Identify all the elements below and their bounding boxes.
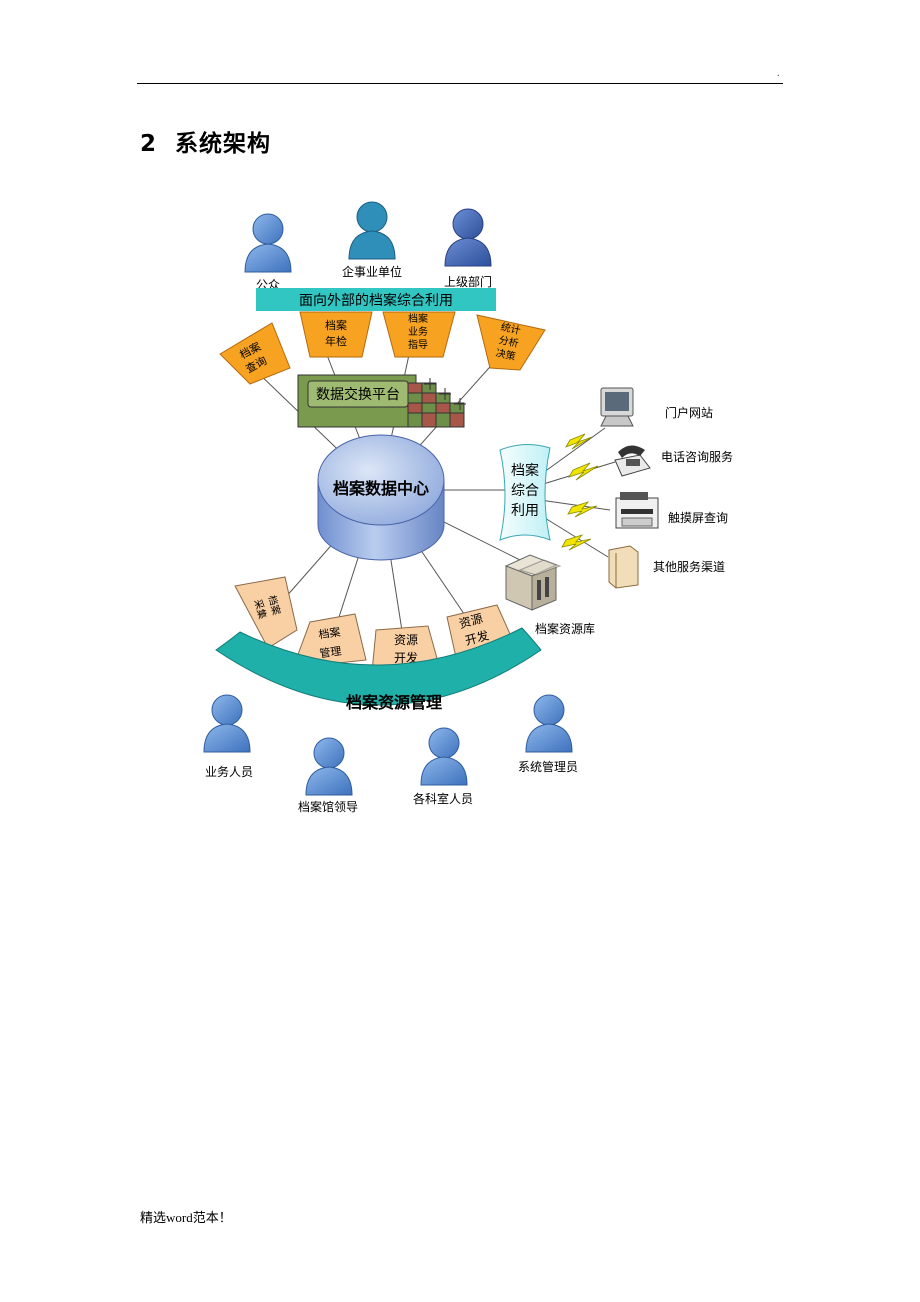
svg-text:资源: 资源: [394, 633, 418, 647]
monitor-icon: [600, 387, 634, 427]
tag-resource-development-1: 资源 开发: [371, 625, 441, 673]
user-label: 各科室人员: [413, 791, 473, 806]
data-center-cylinder: 档案数据中心: [317, 434, 445, 561]
svg-text:管理: 管理: [319, 644, 343, 661]
lightning-icon: [565, 433, 593, 450]
server-icon: [504, 554, 562, 611]
user-department-staff: 各科室人员: [413, 727, 473, 806]
exchange-grid: [407, 378, 466, 428]
person-icon: [533, 694, 565, 726]
section-number: 2: [140, 131, 158, 157]
utilization-box: 档案 综合 利用: [499, 444, 551, 541]
user-label: 系统管理员: [518, 759, 578, 774]
svg-text:业务: 业务: [408, 325, 428, 338]
lightning-icon: [561, 534, 592, 551]
data-center-label: 档案数据中心: [333, 479, 429, 498]
tag-statistics-decision: 统计 分析 决策: [476, 314, 546, 371]
svg-text:指导: 指导: [408, 338, 428, 351]
person-icon: [313, 737, 345, 769]
external-banner: 面向外部的档案综合利用: [256, 288, 496, 311]
channel-label: 门户网站: [665, 405, 713, 420]
kiosk-icon: [615, 492, 659, 529]
cabinet-icon: [608, 545, 639, 589]
lightning-icon: [567, 501, 598, 518]
telephone-icon: [614, 445, 651, 477]
user-label: 企事业单位: [342, 264, 402, 279]
section-heading: 2 系统架构: [140, 124, 271, 158]
svg-text:利用: 利用: [511, 503, 539, 519]
tag-archive-query: 档案 查询: [219, 322, 291, 385]
person-icon: [452, 208, 484, 240]
tag-business-guidance: 档案 业务 指导: [382, 311, 456, 358]
svg-text:资源: 资源: [458, 611, 485, 631]
svg-text:档案: 档案: [325, 318, 347, 332]
header-mark: .: [777, 68, 780, 79]
user-enterprise: 企事业单位: [342, 201, 402, 279]
svg-text:档案: 档案: [511, 462, 539, 479]
resource-management-label: 档案资源管理: [346, 693, 442, 712]
svg-text:开发: 开发: [394, 650, 418, 665]
exchange-platform-label: 数据交换平台: [316, 386, 400, 403]
header-rule: [137, 83, 783, 84]
resource-database: 档案资源库: [504, 554, 595, 636]
channel-portal: 门户网站: [600, 387, 713, 427]
user-archive-leader: 档案馆领导: [298, 737, 358, 814]
external-banner-label: 面向外部的档案综合利用: [299, 292, 453, 309]
user-label: 业务人员: [205, 764, 253, 779]
user-public: 公众: [244, 213, 292, 292]
channel-touchscreen: 触摸屏查询: [615, 492, 728, 529]
tag-archive-collection: 档案 采集: [234, 576, 298, 649]
channel-phone: 电话咨询服务: [614, 445, 733, 477]
svg-text:统计: 统计: [500, 320, 522, 337]
person-icon: [211, 694, 243, 726]
tag-archive-inspection: 档案 年检: [299, 311, 373, 358]
resource-management-arc: 档案 资源管理: [215, 627, 542, 712]
user-superior: 上级部门: [444, 208, 492, 289]
footer-note: 精选word范本！: [140, 1210, 232, 1225]
svg-text:综合: 综合: [511, 483, 539, 499]
svg-text:年检: 年检: [325, 334, 347, 348]
user-label: 档案馆领导: [298, 799, 358, 814]
lightning-bolts: [561, 433, 599, 551]
channel-label: 触摸屏查询: [668, 511, 728, 525]
tag-archive-management: 档案 管理: [292, 613, 367, 669]
section-title: 系统架构: [175, 131, 272, 157]
channel-label: 其他服务渠道: [653, 559, 725, 574]
lightning-icon: [568, 462, 599, 481]
user-business-staff: 业务人员: [203, 694, 253, 779]
svg-text:决策: 决策: [495, 346, 517, 363]
person-icon: [252, 213, 284, 245]
channel-label: 电话咨询服务: [661, 449, 733, 464]
resource-db-label: 档案资源库: [535, 621, 595, 636]
svg-text:档案: 档案: [318, 625, 342, 642]
svg-text:分析: 分析: [498, 333, 520, 350]
user-label: 上级部门: [444, 274, 492, 289]
svg-text:档案: 档案: [408, 312, 428, 325]
svg-text:开发: 开发: [463, 627, 490, 648]
channel-other: 其他服务渠道: [608, 545, 725, 589]
person-icon: [356, 201, 388, 233]
user-system-admin: 系统管理员: [518, 694, 578, 774]
person-icon: [428, 727, 460, 759]
exchange-platform: 数据交换平台: [297, 374, 466, 428]
